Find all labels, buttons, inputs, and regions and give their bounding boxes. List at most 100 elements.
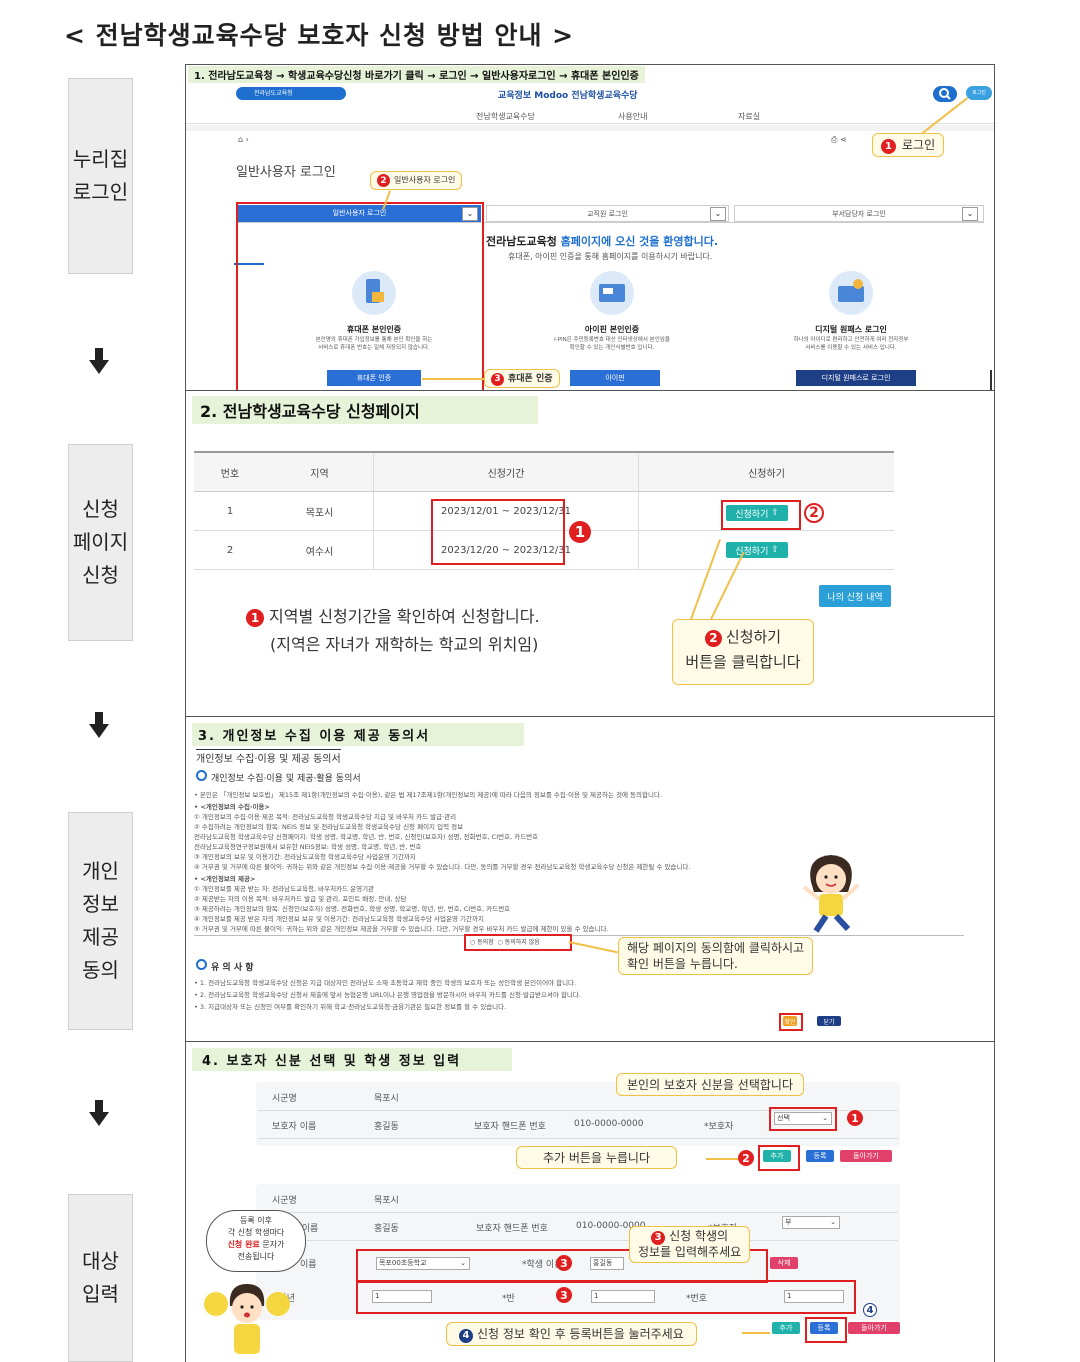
number-badge: 2 xyxy=(804,503,824,523)
radio-agree[interactable]: ○ 동의함 xyxy=(470,939,494,946)
radio-disagree[interactable]: ○ 동의하지 않음 xyxy=(497,939,540,946)
notice-line: • 3. 지급대상자 또는 신청인 여부를 확인하기 위해 학교·전라남도교육청… xyxy=(194,1003,507,1011)
field-label: 보호자 핸드폰 번호 xyxy=(476,1224,548,1234)
step-label: 입력 xyxy=(82,1282,119,1306)
table-header: 신청하기 xyxy=(638,451,894,492)
panel-target-input: 4. 보호자 신분 선택 및 학생 정보 입력 시군명 목포시 보호자 이름 홍… xyxy=(185,1041,995,1362)
tab-staff-login[interactable]: 교직원 로그인 xyxy=(486,205,729,222)
chevron-down-icon[interactable]: ⌄ xyxy=(962,207,978,221)
step-label: 페이지 xyxy=(72,530,129,554)
down-arrow-icon xyxy=(89,348,109,374)
consent-body-line: 전라남도교육청 학생교육수당 신청페이지: 학생 성명, 학교명, 학년, 반,… xyxy=(194,833,539,841)
consent-body-line: ② 수집하려는 개인정보의 항목: NEIS 정보 및 전라남도교육청 학생교육… xyxy=(194,823,464,831)
site-logo-center[interactable]: 교육정보 Modoo 전남학생교육수당 xyxy=(498,91,638,101)
add-button[interactable]: 추가 xyxy=(772,1322,800,1334)
onepass-icon xyxy=(829,271,873,315)
relation-select[interactable]: 부⌄ xyxy=(782,1216,840,1229)
phone-lock-icon xyxy=(352,271,396,315)
number-input[interactable]: 1 xyxy=(784,1290,844,1303)
form-row: 보호자 이름 홍길동 보호자 핸드폰 번호 010-0000-0000 *보호자 xyxy=(258,1110,898,1139)
callout-pointer xyxy=(706,1158,738,1160)
step-label: 신청 xyxy=(82,497,119,521)
class-input[interactable]: 1 xyxy=(591,1290,655,1303)
school-select[interactable]: 목포00초등학교⌄ xyxy=(376,1257,470,1270)
nav-item[interactable]: 전남학생교육수당 xyxy=(476,112,535,121)
grade-input[interactable]: 1 xyxy=(372,1290,432,1303)
nav-item[interactable]: 사용안내 xyxy=(618,112,648,121)
consent-body-line: • <개인정보의 수집·이용> xyxy=(194,803,270,811)
option-desc: I-PIN은 주민등록번호 대신 인터넷상에서 본인임을 xyxy=(554,337,670,343)
onepass-button[interactable]: 디지털 원패스로 로그인 xyxy=(796,370,916,386)
consent-body-line: ③ 제공하려는 개인정보의 항목: 신청인(보호자) 성명, 전화번호, 학생 … xyxy=(194,905,511,913)
cartoon-girl-illustration xyxy=(802,855,860,933)
apply-button[interactable]: 신청하기 ⇧ xyxy=(726,505,788,521)
panel-apply-page: 2. 전남학생교육수당 신청페이지 번호 지역 신청기간 신청하기 1 목포시 … xyxy=(185,390,995,718)
number-badge: 3 xyxy=(556,1287,572,1303)
field-value: 목포시 xyxy=(374,1196,399,1206)
highlight-register xyxy=(805,1317,847,1343)
welcome-text: 전라남도교육청 홈페이지에 오신 것을 환영합니다. xyxy=(486,235,719,248)
option-onepass: 디지털 원패스 로그인 하나의 아이디로 편리하고 안전하게 여러 전자정부 서… xyxy=(751,270,951,380)
field-label: *보호자 xyxy=(704,1122,734,1132)
back-button[interactable]: 돌아가기 xyxy=(848,1322,900,1334)
confirm-button[interactable]: 확인 xyxy=(783,1016,797,1026)
highlight-apply xyxy=(721,500,801,530)
step-label: 대상 xyxy=(82,1249,119,1273)
form-row: 이름 *학생 이름 xyxy=(258,1248,898,1276)
step-label: 동의 xyxy=(82,958,119,982)
cell-region: 여수시 xyxy=(266,530,374,570)
consent-body-line: ④ 거부권 및 거부에 따른 불이익: 귀하는 위와 같은 개인정보 수집·이용… xyxy=(194,863,691,871)
callout-pointer xyxy=(742,1332,770,1334)
note-region: (지역은 자녀가 재학하는 학교의 위치임) xyxy=(270,635,539,654)
ipin-button[interactable]: 아이핀 xyxy=(570,370,660,386)
step-label: 신청 xyxy=(82,563,119,587)
step-consent: 개인 정보 제공 동의 xyxy=(68,812,133,1030)
add-button[interactable]: 추가 xyxy=(763,1150,791,1162)
home-icon[interactable]: ⌂ › xyxy=(238,135,249,144)
form-row: 시군명 목포시 xyxy=(258,1082,898,1111)
step-target-input: 대상 입력 xyxy=(68,1194,133,1362)
step-label: 제공 xyxy=(82,925,119,949)
register-button[interactable]: 등록 xyxy=(806,1150,834,1162)
back-button[interactable]: 돌아가기 xyxy=(840,1150,892,1162)
delete-button[interactable]: 삭제 xyxy=(770,1257,798,1269)
login-button-corner[interactable]: 로그인 xyxy=(966,86,992,100)
register-button[interactable]: 등록 xyxy=(810,1322,838,1334)
chevron-down-icon[interactable]: ⌄ xyxy=(462,207,478,221)
field-label: 보호자 핸드폰 번호 xyxy=(474,1122,546,1132)
nav-item[interactable]: 자료실 xyxy=(738,112,761,121)
site-logo-left[interactable]: 전라남도교육청 xyxy=(236,87,346,100)
consent-body-line: ② 제공받는 자의 이용 목적: 바우처카드 발급 및 관리, 포인트 배정, … xyxy=(194,895,407,903)
search-icon[interactable] xyxy=(933,86,957,102)
cell-no: 2 xyxy=(194,530,266,570)
option-desc: 확인할 수 있는 개인식별번호 입니다. xyxy=(569,345,655,351)
highlight-general-login xyxy=(236,202,484,392)
field-label: 이름 xyxy=(300,1260,317,1270)
field-label: 시군명 xyxy=(272,1196,297,1206)
tab-dept-login[interactable]: 부서담당자 로그인 xyxy=(734,205,984,222)
number-badge: 3 xyxy=(556,1255,572,1271)
my-history-button[interactable]: 나의 신청 내역 xyxy=(819,585,891,607)
share-print-icon[interactable]: ⎙ ⋖ xyxy=(831,135,847,144)
highlight-period xyxy=(431,499,565,565)
phone-auth-button[interactable]: 휴대폰 인증 xyxy=(327,370,421,386)
consent-body-line: ① 개인정보를 제공 받는 자: 전라남도교육청, 바우처카드 운영기관 xyxy=(194,885,375,893)
apply-button[interactable]: 신청하기 ⇧ xyxy=(726,542,788,558)
chevron-down-icon[interactable]: ⌄ xyxy=(710,207,726,221)
relation-select[interactable]: 선택⌄ xyxy=(774,1112,832,1125)
field-label: 보호자 이름 xyxy=(272,1122,317,1132)
student-name-input[interactable]: 홍길동 xyxy=(590,1257,624,1270)
field-value: 홍길동 xyxy=(374,1122,399,1132)
apply-table: 번호 지역 신청기간 신청하기 1 목포시 2023/12/01 ~ 2023/… xyxy=(194,451,894,570)
option-ipin: 아이핀 본인인증 I-PIN은 주민등록번호 대신 인터넷상에서 본인임을 확인… xyxy=(512,270,712,380)
tab-general-login[interactable]: 일반사용자 로그인 xyxy=(238,205,481,222)
highlight-relation-select xyxy=(769,1107,837,1131)
close-button[interactable]: 닫기 xyxy=(817,1016,841,1026)
callout-consent: 해당 페이지의 동의함에 클릭하시고 확인 버튼을 누릅니다. xyxy=(618,937,814,975)
cartoon-cheerleader-illustration xyxy=(204,1284,290,1354)
step-label: 로그인 xyxy=(72,180,129,204)
